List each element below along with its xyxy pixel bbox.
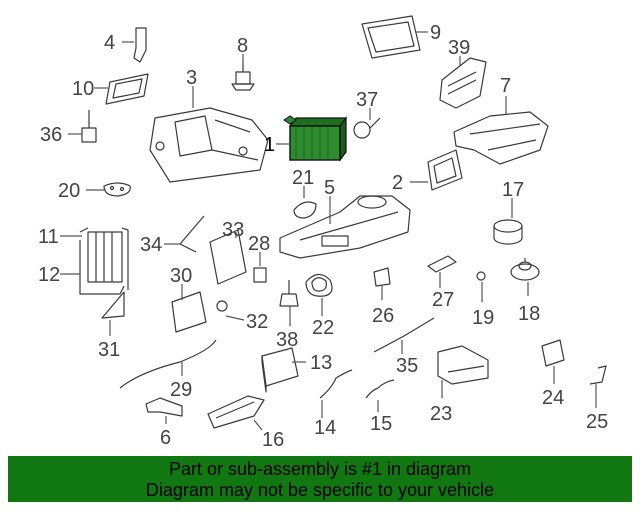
callout-37: 37 [356, 89, 378, 111]
part-18-blower-motor[interactable] [510, 258, 540, 281]
part-1-evaporator-core[interactable] [283, 115, 348, 162]
callout-8: 8 [237, 35, 248, 57]
part-32-clip[interactable] [216, 300, 228, 312]
part-23-housing[interactable] [437, 345, 489, 385]
callout-30: 30 [170, 265, 192, 287]
part-16-duct[interactable] [207, 395, 265, 429]
callout-5: 5 [324, 177, 335, 199]
part-26-sensor[interactable] [373, 267, 391, 287]
parts-diagram-svg: 1 2 3 4 5 6 7 8 9 10 11 12 13 14 15 16 1… [38, 15, 608, 451]
leader-32 [225, 315, 245, 321]
part-2[interactable] [427, 149, 463, 191]
callout-15: 15 [370, 413, 392, 435]
part-29-cable[interactable] [119, 339, 217, 389]
callout-9: 9 [430, 22, 441, 44]
callout-22: 22 [312, 317, 334, 339]
leader-lines [60, 31, 597, 431]
callout-labels: 1 2 3 4 5 6 7 8 9 10 11 12 13 14 15 16 1… [38, 22, 608, 451]
callout-39: 39 [448, 37, 470, 59]
callout-33: 33 [222, 219, 244, 241]
callout-21: 21 [292, 167, 314, 189]
part-30-control-module[interactable] [171, 291, 207, 333]
callout-26: 26 [372, 305, 394, 327]
banner-line-1: Part or sub-assembly is #1 in diagram [168, 459, 472, 479]
banner-line-2: Diagram may not be specific to your vehi… [145, 480, 495, 500]
part-24-actuator[interactable] [541, 339, 565, 367]
callout-6: 6 [160, 427, 171, 449]
callout-27: 27 [432, 289, 454, 311]
callout-1: 1 [264, 134, 275, 156]
callout-3: 3 [186, 67, 197, 89]
part-37-actuator[interactable] [353, 117, 381, 139]
part-6[interactable] [145, 397, 183, 417]
part-34-rod[interactable] [179, 215, 205, 253]
part-7-duct[interactable] [453, 111, 549, 165]
part-15-hose[interactable] [365, 379, 395, 399]
part-27[interactable] [427, 255, 457, 273]
callout-18: 18 [518, 303, 540, 325]
callout-11: 11 [38, 226, 59, 248]
part-12-seal[interactable] [79, 227, 129, 295]
callout-12: 12 [38, 264, 60, 286]
part-25[interactable] [589, 365, 607, 385]
callout-29: 29 [170, 379, 192, 401]
part-19[interactable] [476, 271, 486, 281]
part-20[interactable] [103, 182, 131, 197]
callout-23: 23 [430, 403, 452, 425]
part-38-valve[interactable] [279, 280, 299, 307]
callout-13: 13 [310, 352, 332, 374]
part-33-panel[interactable] [209, 229, 247, 285]
part-35-cable[interactable] [373, 317, 435, 353]
callout-25: 25 [586, 411, 608, 433]
callout-35: 35 [396, 355, 418, 377]
callout-16: 16 [262, 429, 284, 451]
part-9-filter[interactable] [361, 15, 421, 59]
callout-19: 19 [472, 307, 494, 329]
part-36-sensor[interactable] [81, 110, 97, 143]
part-4[interactable] [133, 27, 147, 63]
part-10[interactable] [105, 73, 149, 105]
callout-24: 24 [542, 387, 564, 409]
part-11-heater-core[interactable] [79, 227, 123, 283]
part-8[interactable] [231, 62, 255, 91]
callout-34: 34 [140, 234, 162, 256]
leader-16 [253, 419, 263, 431]
callout-17: 17 [502, 179, 524, 201]
callout-4: 4 [104, 32, 115, 54]
part-28-switch[interactable] [253, 267, 267, 283]
info-banner: Part or sub-assembly is #1 in diagram Di… [8, 456, 632, 502]
callout-20: 20 [58, 180, 80, 202]
callout-38: 38 [276, 329, 298, 351]
callout-31: 31 [98, 339, 120, 361]
part-5-lower-case[interactable] [279, 195, 411, 259]
part-39-housing[interactable] [439, 57, 487, 109]
callout-36: 36 [40, 124, 62, 146]
part-17-blower-wheel[interactable] [493, 219, 523, 245]
callout-14: 14 [314, 417, 336, 439]
callout-28: 28 [248, 233, 270, 255]
callout-32: 32 [246, 311, 268, 333]
part-21[interactable] [293, 201, 317, 219]
part-3-case[interactable] [149, 107, 269, 183]
callout-2: 2 [392, 172, 403, 194]
part-31[interactable] [101, 291, 125, 319]
callout-7: 7 [500, 75, 511, 97]
part-14-hose[interactable] [319, 369, 353, 399]
callout-10: 10 [72, 78, 94, 100]
part-13-module[interactable] [261, 347, 299, 393]
part-22-seal[interactable] [305, 273, 333, 297]
